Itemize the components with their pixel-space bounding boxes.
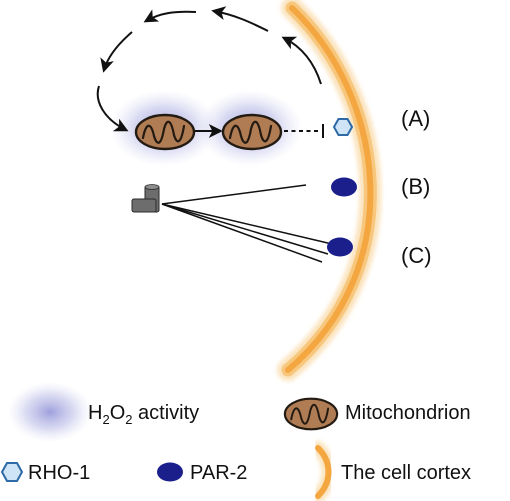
centrosome-icon: [131, 184, 160, 213]
label-a: (A): [401, 106, 430, 131]
feedback-arrow: [281, 36, 322, 85]
par2-ellipse-icon: [331, 177, 357, 197]
label-b: (B): [401, 174, 430, 199]
feedback-loop-arrows: [96, 6, 324, 138]
mitochondrion-icon: [134, 113, 196, 151]
rho1-hexagon-icon: [332, 118, 354, 136]
legend-rho1-label: RHO-1: [28, 462, 90, 484]
legend-h2o2-label: H2O2 activity: [88, 402, 199, 427]
mitochondrion-icon: [221, 113, 283, 151]
par2-ellipse-icon: [327, 237, 353, 257]
cell-cortex: [277, 0, 382, 381]
label-c: (C): [401, 243, 432, 268]
legend: H2O2 activity Mitochondrion RHO-1 PAR-2 …: [0, 382, 471, 501]
cell-cortex-icon: [311, 441, 336, 501]
h2o2-cloud-icon: [8, 382, 92, 442]
legend-mitochondrion-label: Mitochondrion: [345, 402, 471, 424]
mitochondrion-icon: [283, 397, 339, 431]
legend-cortex-label: The cell cortex: [341, 462, 471, 484]
microtubules: [161, 184, 333, 263]
legend-par2-label: PAR-2: [190, 462, 247, 484]
feedback-arrow: [143, 9, 197, 23]
par2-ellipse-icon: [157, 462, 183, 482]
feedback-arrow: [211, 6, 269, 32]
feedback-arrow: [96, 85, 129, 132]
rho1-hexagon-icon: [0, 462, 24, 482]
feedback-arrow: [100, 31, 133, 73]
